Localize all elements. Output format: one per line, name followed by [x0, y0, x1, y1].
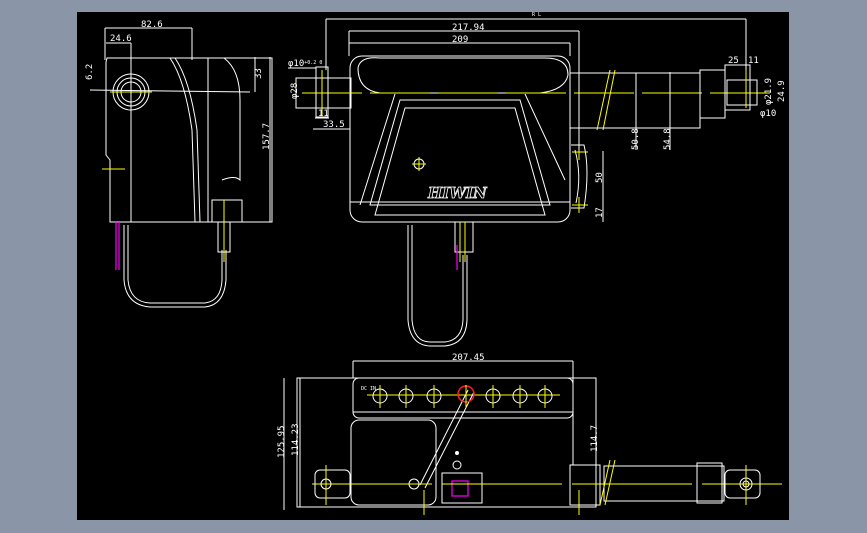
dim-pin-dia-right: φ10	[760, 109, 776, 119]
dim-6-2: 6.2	[85, 64, 95, 80]
connector-ports: DC IN	[361, 385, 553, 408]
dim-209: 209	[452, 35, 468, 45]
dim-pin-dia-left: φ10+0.2 0	[288, 59, 322, 69]
dim-157-7: 157.7	[262, 123, 272, 150]
port	[457, 385, 475, 408]
dim-21-9: φ21.9	[764, 78, 774, 105]
dim-33: 33	[254, 68, 264, 79]
dim-207-45: 207.45	[452, 353, 485, 363]
port	[537, 385, 553, 408]
dim-17: 17	[595, 207, 605, 218]
dim-82-6: 82.6	[141, 20, 163, 30]
dim-24-9: 24.9	[777, 80, 787, 102]
side-view: 82.6 24.6 6.2 33 157.7	[85, 20, 273, 308]
port-label-dc-in: DC IN	[361, 386, 376, 392]
port	[372, 385, 388, 408]
port	[512, 385, 528, 408]
bottom-view: 207.45 125.95 114.23 114.7 DC IN	[277, 353, 782, 515]
dim-50-8: 50.8	[631, 128, 641, 150]
port	[485, 385, 501, 408]
dim-rl: R L	[532, 12, 541, 18]
dim-125-95: 125.95	[277, 425, 287, 458]
dim-boss-dia: φ28	[290, 83, 300, 99]
port	[398, 385, 414, 408]
dim-24-6: 24.6	[110, 34, 132, 44]
dim-pin-width: 11	[318, 109, 329, 119]
dim-50: 50	[595, 172, 605, 183]
dim-33-5: 33.5	[323, 120, 345, 130]
dim-217-94: 217.94	[452, 23, 485, 33]
port	[426, 385, 442, 408]
dim-114-7: 114.7	[590, 425, 600, 452]
dim-114-23: 114.23	[291, 423, 301, 456]
hiwin-logo: HIWIN	[427, 184, 488, 202]
dim-54-8: 54.8	[663, 128, 673, 150]
dim-25: 25	[728, 56, 739, 66]
dim-11: 11	[748, 56, 759, 66]
front-view: HIWIN φ10+0.2 0 φ28 11 33.5 50.8 54.8 25…	[288, 12, 787, 347]
